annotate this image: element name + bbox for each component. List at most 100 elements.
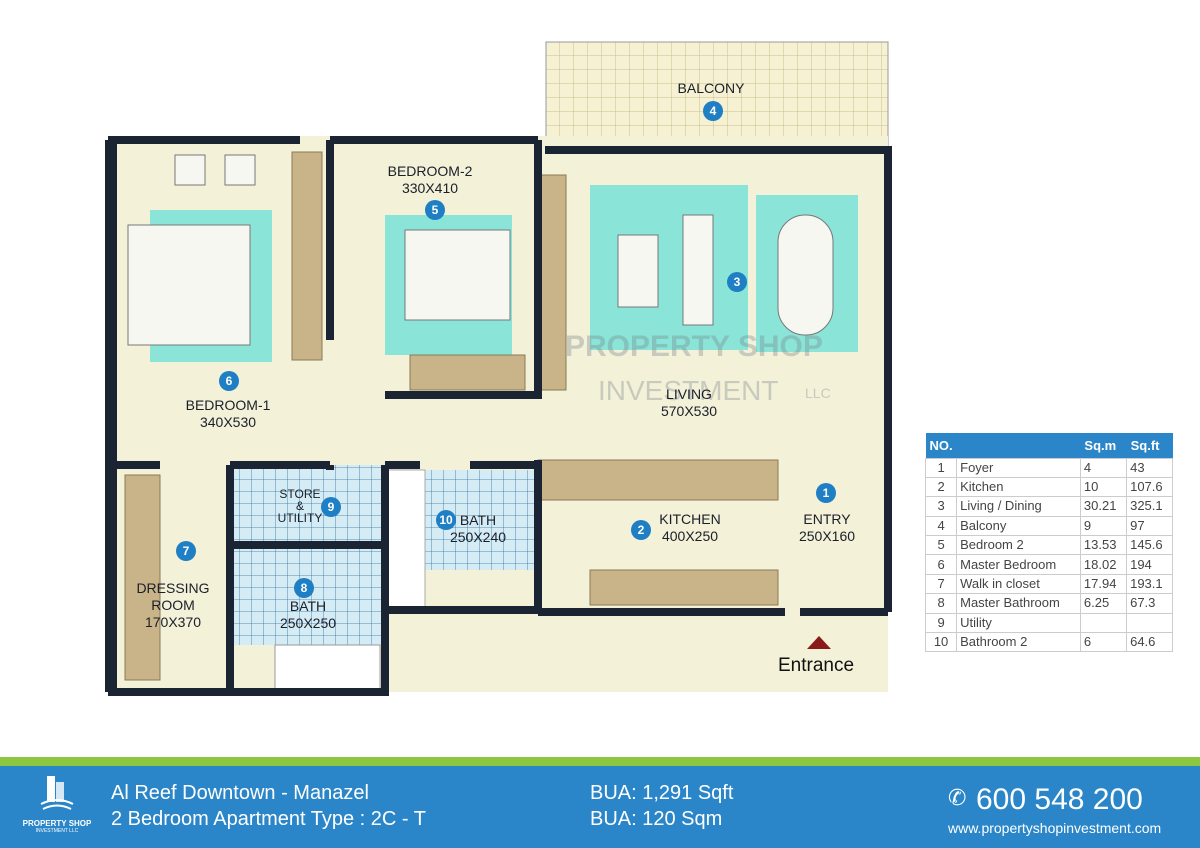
- watermark: INVESTMENT: [598, 375, 779, 406]
- cell-sqft: 193.1: [1126, 573, 1173, 595]
- cell-no: 1: [924, 457, 958, 478]
- project-name: Al Reef Downtown - Manazel: [111, 782, 369, 804]
- room-label-balcony: BALCONY: [677, 80, 745, 96]
- cell-no: 9: [924, 612, 958, 634]
- cell-sqm: 4: [1079, 457, 1128, 478]
- room-name: BEDROOM-1: [185, 397, 271, 413]
- phone-number[interactable]: 600 548 200: [976, 783, 1143, 816]
- room-marker: 6: [219, 371, 239, 391]
- balcony-floor: [545, 41, 889, 149]
- company-logo: PROPERTY SHOP INVESTMENT LLC: [22, 772, 92, 834]
- entrance-label: Entrance: [778, 655, 855, 676]
- room-marker: 9: [321, 497, 341, 517]
- cell-sqm: 6: [1079, 632, 1128, 653]
- room-marker: 10: [436, 510, 456, 530]
- room-name: KITCHEN: [659, 511, 721, 527]
- cell-room: Master Bedroom: [956, 554, 1081, 575]
- cell-room: Kitchen: [956, 476, 1081, 498]
- rug: [590, 185, 748, 350]
- col-sqm: Sq.m: [1080, 433, 1127, 458]
- cell-no: 2: [924, 476, 958, 498]
- col-room: [956, 433, 1081, 458]
- room-size: 250X160: [798, 528, 856, 544]
- cell-no: 5: [924, 535, 958, 556]
- footer: PROPERTY SHOP INVESTMENT LLC Al Reef Dow…: [0, 766, 1200, 848]
- room-name: &: [295, 499, 305, 513]
- cell-no: 7: [924, 573, 958, 595]
- cell-room: Foyer: [956, 457, 1081, 478]
- cell-sqm: [1079, 612, 1128, 634]
- room-name: LIVING: [666, 386, 712, 402]
- cell-sqm: 17.94: [1079, 573, 1128, 595]
- cell-sqft: 43: [1126, 457, 1173, 478]
- bua-sqft: BUA: 1,291 Sqft: [590, 782, 734, 804]
- col-sqft: Sq.ft: [1126, 433, 1173, 458]
- room-name: ENTRY: [803, 511, 851, 527]
- cell-room: Master Bathroom: [956, 593, 1081, 614]
- cell-sqm: 10: [1079, 476, 1128, 498]
- cell-sqft: 64.6: [1126, 632, 1173, 653]
- room-name: DRESSING: [136, 580, 210, 596]
- cell-room: Bathroom 2: [956, 632, 1081, 653]
- room-size: 340X530: [199, 414, 257, 430]
- room-name: UTILITY: [277, 511, 323, 525]
- cell-sqft: 325.1: [1126, 496, 1173, 517]
- cell-sqft: [1126, 612, 1173, 634]
- room-name: BEDROOM-2: [387, 163, 473, 179]
- footer-accent-bar: [0, 757, 1200, 766]
- bua-sqm: BUA: 120 Sqm: [590, 808, 723, 830]
- website-link[interactable]: www.propertyshopinvestment.com: [948, 820, 1162, 836]
- cell-room: Walk in closet: [956, 573, 1081, 595]
- room-size: 250X250: [279, 615, 337, 631]
- room-size: 250X240: [449, 529, 507, 545]
- cell-sqm: 30.21: [1079, 496, 1128, 517]
- room-label-store: STORE&UTILITY: [278, 488, 323, 524]
- cell-room: Balcony: [956, 515, 1081, 537]
- room-size: 170X370: [144, 614, 202, 630]
- watermark: PROPERTY SHOP: [565, 330, 823, 363]
- room-marker: 8: [294, 578, 314, 598]
- cell-no: 3: [924, 496, 958, 517]
- watermark: LLC: [805, 385, 831, 401]
- entrance-arrow-icon: [807, 636, 831, 649]
- room-marker: 1: [816, 483, 836, 503]
- cell-sqft: 194: [1126, 554, 1173, 575]
- cell-no: 4: [924, 515, 958, 537]
- cell-room: Living / Dining: [956, 496, 1081, 517]
- cell-sqft: 107.6: [1126, 476, 1173, 498]
- logo-sub: INVESTMENT LLC: [35, 828, 79, 834]
- cell-sqm: 18.02: [1079, 554, 1128, 575]
- room-marker: 2: [631, 520, 651, 540]
- apartment-type: 2 Bedroom Apartment Type : 2C - T: [111, 808, 426, 830]
- cell-sqm: 6.25: [1079, 593, 1128, 614]
- room-size: 330X410: [401, 180, 459, 196]
- room-name: BATH: [289, 598, 327, 614]
- room-name: STORE: [279, 487, 321, 501]
- cell-sqm: 9: [1079, 515, 1128, 537]
- cell-sqm: 13.53: [1079, 535, 1128, 556]
- room-size: 400X250: [661, 528, 719, 544]
- room-marker: 4: [703, 101, 723, 121]
- cell-sqft: 97: [1126, 515, 1173, 537]
- logo-name: PROPERTY SHOP: [22, 819, 92, 828]
- cell-room: Bedroom 2: [956, 535, 1081, 556]
